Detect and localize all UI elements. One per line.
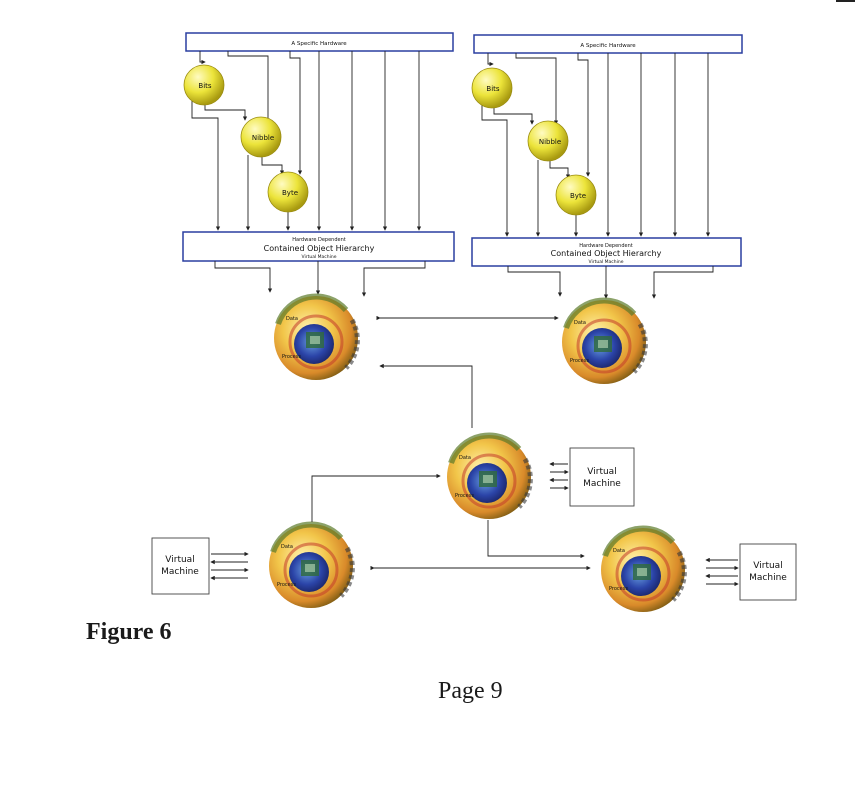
vm-right-box: Virtual Machine: [705, 543, 797, 601]
right-byte-node: [555, 174, 597, 216]
vm-center-line2: Machine: [583, 479, 621, 489]
right-bottom-bar: [471, 237, 742, 267]
left-bottom-bar-line1: Hardware Dependent: [292, 237, 345, 243]
globe-center: [447, 435, 531, 519]
left-byte-label: Byte: [282, 189, 298, 197]
left-top-bar-label: A Specific Hardware: [291, 41, 347, 47]
right-bottom-bar-line2: Contained Object Hierarchy: [551, 249, 662, 258]
vm-left-box: Virtual Machine: [151, 537, 249, 595]
left-bits-node: [183, 64, 225, 106]
globe-top-right: [562, 300, 646, 384]
right-nibble-label: Nibble: [539, 138, 561, 146]
right-bits-node: [471, 67, 513, 109]
left-top-bar: [185, 32, 454, 52]
right-nibble-node: [527, 120, 569, 162]
vm-left-line2: Machine: [161, 567, 199, 577]
right-byte-label: Byte: [570, 192, 586, 200]
vm-right-line2: Machine: [749, 573, 787, 583]
left-bottom-bar-line2: Contained Object Hierarchy: [264, 244, 375, 253]
left-byte-node: [267, 171, 309, 213]
right-bottom-bar-line3: Virtual Machine: [589, 259, 624, 265]
corner-scan-mark: [836, 0, 855, 2]
left-bits-label: Bits: [198, 82, 211, 90]
globe-bottom-right: [601, 528, 685, 612]
left-bottom-bar-line3: Virtual Machine: [302, 254, 337, 260]
vm-center-line1: Virtual: [587, 467, 616, 477]
left-nibble-label: Nibble: [252, 134, 274, 142]
globe-top-left: [274, 296, 358, 380]
right-bits-label: Bits: [486, 85, 499, 93]
globe-connectors: [311, 315, 591, 571]
vm-center-box: Virtual Machine: [549, 447, 635, 507]
globe-bottom-left: [269, 524, 353, 608]
right-top-bar-label: A Specific Hardware: [580, 43, 636, 49]
left-hardware-panel: A Specific Hardware Bits Nibble Byt: [182, 32, 455, 297]
figure-caption: Figure 6: [86, 619, 172, 645]
vm-right-line1: Virtual: [753, 561, 782, 571]
left-nibble-node: [240, 116, 282, 158]
right-hardware-panel: A Specific Hardware Bits Nibble Byte Har…: [471, 34, 743, 299]
page-number: Page 9: [438, 678, 503, 704]
left-bottom-bar: [182, 231, 455, 262]
vm-left-line1: Virtual: [165, 555, 194, 565]
right-bottom-bar-line1: Hardware Dependent: [579, 243, 632, 249]
